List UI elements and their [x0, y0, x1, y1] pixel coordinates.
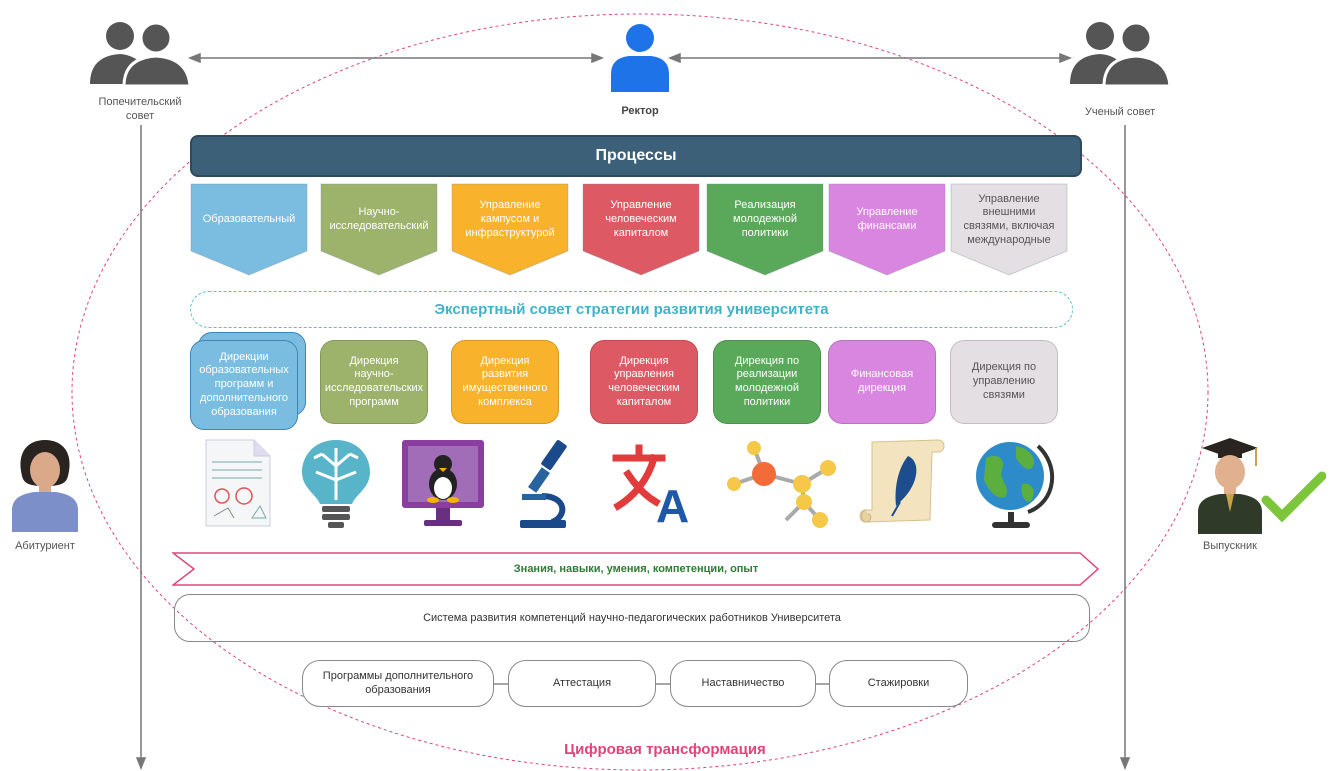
directorate-box: Финансовая дирекция [828, 340, 936, 424]
microscope-icon [520, 440, 567, 528]
process-label: Образовательный [202, 213, 296, 226]
brain-lightbulb-icon [302, 440, 370, 528]
process-chevron: Научно- исследовательский [320, 183, 438, 276]
molecule-icon [727, 441, 836, 528]
processes-bar: Процессы [190, 135, 1082, 177]
directorate-box: Дирекция управления человеческим капитал… [590, 340, 698, 424]
process-chevron: Реализация молодежной политики [706, 183, 824, 276]
linux-monitor-icon [402, 440, 484, 526]
applicant-label: Абитуриент [15, 540, 75, 552]
board-label: Попечительский совет [98, 96, 182, 122]
board-people-icon [90, 21, 192, 88]
translate-icon: A [612, 444, 689, 526]
directorate-box: Дирекция научно- исследовательских прогр… [320, 340, 428, 424]
council-people-icon [1070, 21, 1172, 88]
process-label: Управление кампусом и инфраструктурой [465, 199, 555, 239]
rector-label: Ректор [621, 105, 659, 117]
svg-text:A: A [656, 480, 689, 526]
pill-additional-programs: Программы дополнительного образования [302, 660, 494, 707]
process-label: Управление финансами [856, 206, 918, 232]
applicant-icon [12, 440, 78, 532]
competence-system-box: Система развития компетенций научно-педа… [174, 594, 1090, 642]
directorate-box: Дирекция развития имущественного комплек… [451, 340, 559, 424]
globe-icon [976, 442, 1055, 528]
process-chevron: Управление человеческим капиталом [582, 183, 700, 276]
knowledge-arrow: Знания, навыки, умения, компетенции, опы… [172, 552, 1100, 586]
process-label: Управление человеческим капиталом [605, 199, 677, 239]
knowledge-label: Знания, навыки, умения, компетенции, опы… [513, 563, 759, 575]
council-label: Ученый совет [1084, 106, 1156, 118]
directorate-box: Дирекция по управлению связями [950, 340, 1058, 424]
graduate-label: Выпускник [1203, 540, 1257, 552]
process-label: Управление внешними связями, включая меж… [963, 192, 1055, 246]
process-label: Реализация молодежной политики [733, 199, 797, 239]
process-chevron: Управление внешними связями, включая меж… [950, 183, 1068, 276]
process-chevron: Образовательный [190, 183, 308, 276]
pill-attestation: Аттестация [508, 660, 656, 707]
directorate-box: Дирекции образовательных программ и допо… [190, 340, 298, 430]
rector-icon [611, 24, 669, 92]
scroll-quill-icon [859, 439, 945, 523]
digital-transformation-label: Цифровая трансформация [564, 741, 766, 758]
pill-mentoring: Наставничество [670, 660, 816, 707]
process-chevron: Управление финансами [828, 183, 946, 276]
graduate-icon [1198, 438, 1326, 534]
pill-internships: Стажировки [829, 660, 968, 707]
expert-council: Экспертный совет стратегии развития унив… [190, 291, 1073, 328]
directorate-box: Дирекция по реализации молодежной полити… [713, 340, 821, 424]
process-label: Научно- исследовательский [329, 206, 429, 232]
math-sheet-icon [205, 439, 271, 527]
process-chevron: Управление кампусом и инфраструктурой [451, 183, 569, 276]
